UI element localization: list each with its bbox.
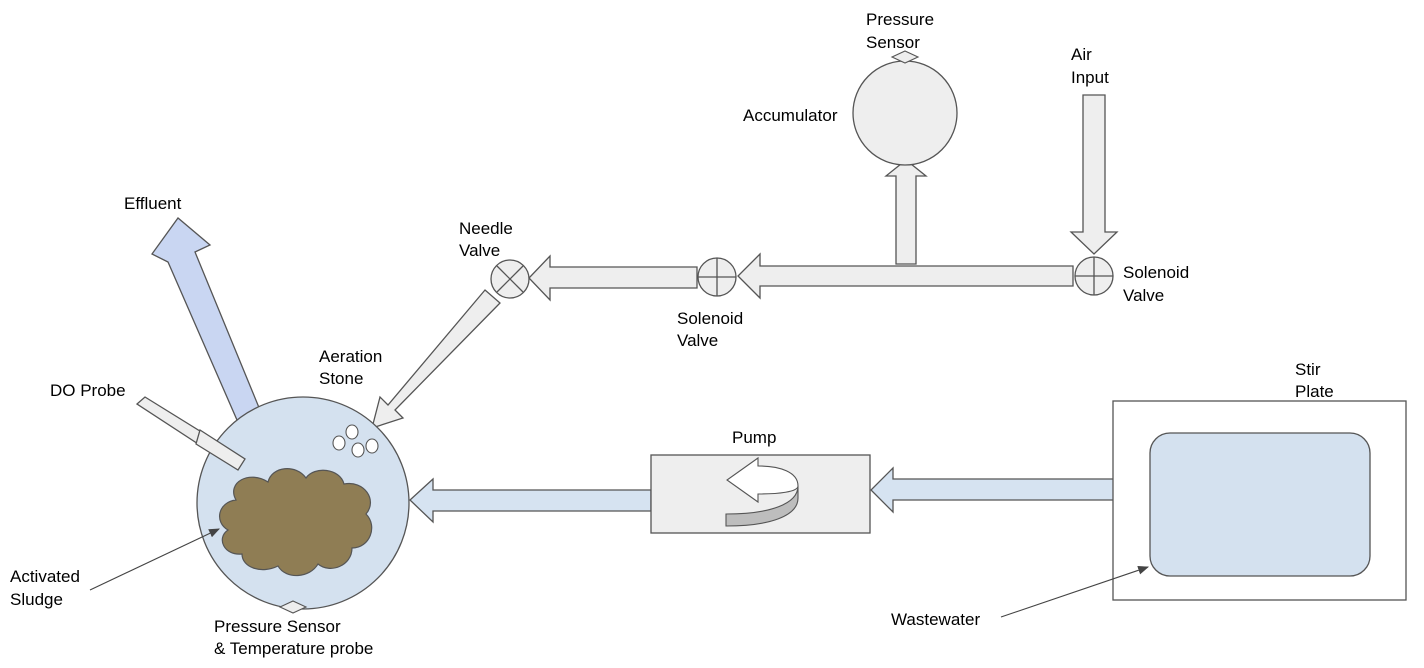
effluent-arrow: [151, 217, 261, 421]
solenoid-valve-mid-label: Solenoid Valve: [677, 309, 748, 350]
aeration-stone-label: Aeration Stone: [319, 347, 387, 388]
effluent-label: Effluent: [124, 194, 182, 213]
needle-valve-label: Needle Valve: [459, 219, 518, 260]
aeration-bubbles: [332, 424, 379, 458]
liquid-line-to-reactor: [409, 477, 652, 524]
solenoid-valve-right-label: Solenoid Valve: [1123, 263, 1194, 305]
activated-sludge-cloud: [219, 468, 373, 577]
accumulator-label: Accumulator: [743, 106, 838, 125]
wastewater-pointer: [1000, 566, 1150, 618]
curved-arrow-icon: [725, 456, 799, 527]
pump-label: Pump: [732, 428, 776, 447]
activated-sludge-label: Activated Sludge: [10, 567, 85, 609]
activated-sludge-pointer: [89, 528, 220, 591]
solenoid-valve-mid[interactable]: [697, 257, 737, 297]
accumulator-feed-arrow: [884, 159, 928, 265]
air-line-upper: [737, 252, 1074, 300]
solenoid-valve-right[interactable]: [1074, 256, 1114, 296]
air-input-label: Air Input: [1071, 45, 1109, 87]
accumulator-tank: [852, 60, 958, 166]
air-line-middle: [528, 254, 698, 302]
air-input-arrow: [1069, 94, 1119, 255]
pressure-temp-probe-label: Pressure Sensor & Temperature probe: [214, 617, 373, 658]
stir-plate-label: Stir Plate: [1295, 360, 1334, 401]
do-probe-label: DO Probe: [50, 381, 126, 400]
wastewater-label: Wastewater: [891, 610, 980, 629]
needle-valve[interactable]: [490, 259, 530, 299]
diamond-icon: [890, 50, 920, 64]
do-probe-tip: [195, 428, 246, 471]
liquid-line-to-pump: [870, 466, 1151, 514]
pressure-sensor-top-label: Pressure Sensor: [866, 10, 939, 52]
wastewater-tank: [1149, 432, 1371, 577]
diamond-icon: [278, 600, 308, 614]
air-line-to-stone: [371, 289, 501, 429]
